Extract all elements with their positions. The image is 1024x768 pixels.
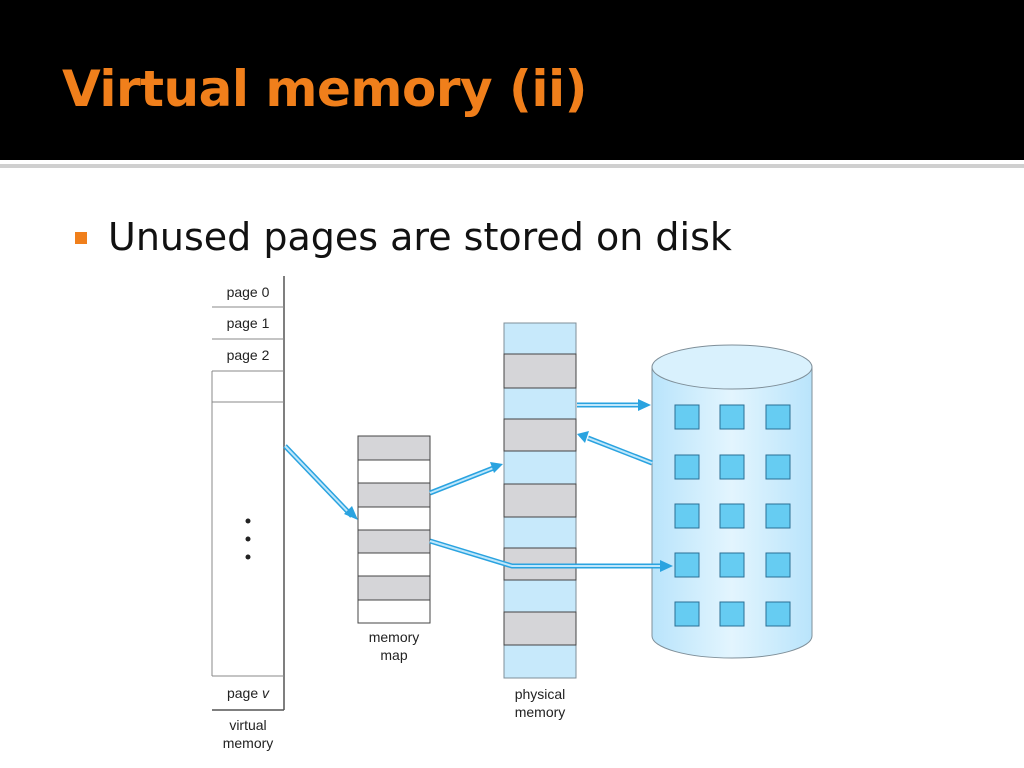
title-separator (0, 164, 1024, 168)
ellipsis-dot (245, 518, 251, 524)
memory-map: memory map (357, 435, 431, 663)
ellipsis-dot (245, 554, 251, 560)
page-v-variable: v (262, 685, 270, 701)
virtual-memory-label-2: memory (223, 735, 274, 751)
virtual-memory-label-1: virtual (229, 717, 266, 733)
page-1-label: page 1 (227, 315, 270, 331)
ellipsis-dot (245, 536, 251, 542)
slide-title: Virtual memory (ii) (62, 60, 588, 118)
bullet-text: Unused pages are stored on disk (108, 215, 732, 259)
memory-map-label-2: map (380, 647, 407, 663)
physical-memory-label-2: memory (515, 704, 566, 720)
disk-cylinder (651, 344, 813, 659)
arrows (283, 399, 673, 572)
memory-map-label-1: memory (369, 629, 420, 645)
page-v-prefix: page (227, 685, 262, 701)
bullet-icon (75, 232, 87, 244)
page-2-label: page 2 (227, 347, 270, 363)
physical-memory-label-1: physical (515, 686, 566, 702)
page-0-label: page 0 (227, 284, 270, 300)
page-v-label: page v (227, 685, 270, 701)
physical-memory: physical memory (503, 322, 577, 720)
virtual-memory-column: page 0 page 1 page 2 page v virtual memo… (211, 276, 285, 751)
title-bar: Virtual memory (ii) (0, 0, 1024, 160)
